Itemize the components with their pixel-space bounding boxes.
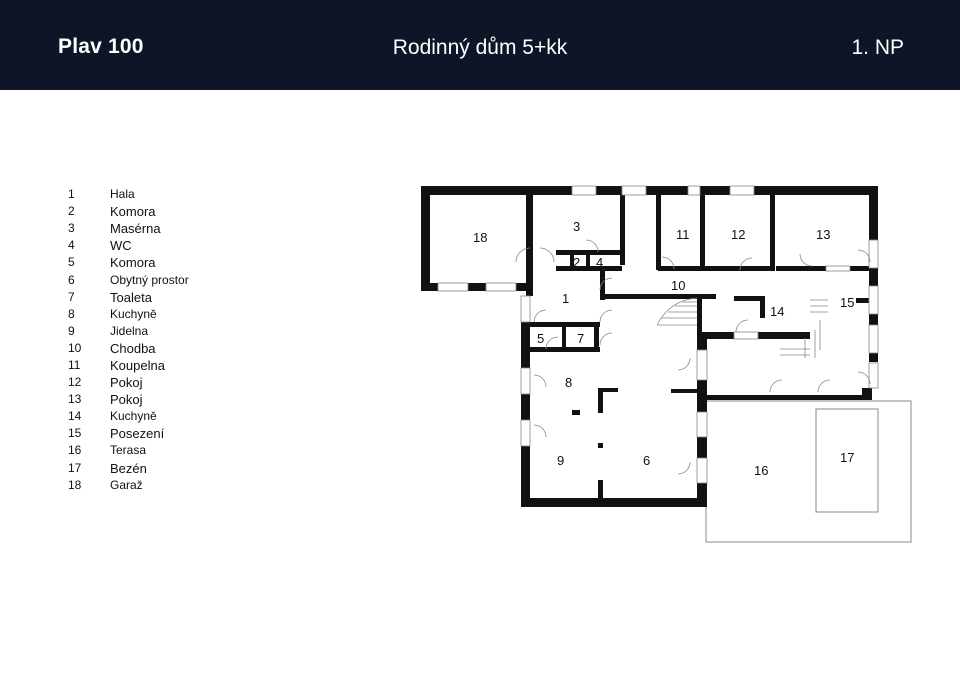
legend-number: 16 bbox=[68, 443, 82, 458]
room-label-18: 18 bbox=[473, 230, 487, 245]
legend-room-name: Terasa bbox=[110, 443, 147, 458]
legend-item: 10 Chodba bbox=[68, 340, 268, 357]
legend-number: 12 bbox=[68, 375, 82, 390]
brand-name: Plav 100 bbox=[58, 35, 144, 58]
legend-room-name: Obytný prostor bbox=[110, 272, 189, 287]
header-bar: Plav 100 Rodinný dům 5+kk 1. NP bbox=[0, 0, 960, 90]
room-label-11: 11 bbox=[676, 227, 690, 242]
legend-number: 7 bbox=[68, 289, 75, 304]
legend-number: 11 bbox=[68, 357, 81, 372]
legend-room-name: Toaleta bbox=[110, 289, 152, 305]
room-label-7: 7 bbox=[577, 331, 584, 346]
legend-number: 13 bbox=[68, 392, 82, 407]
legend-item: 12 Pokoj bbox=[68, 374, 268, 391]
floor-label: 1. NP bbox=[851, 36, 904, 59]
legend-item: 7 Toaleta bbox=[68, 289, 268, 306]
legend-room-name: WC bbox=[110, 238, 132, 254]
room-label-1: 1 bbox=[562, 291, 569, 306]
room-label-6: 6 bbox=[643, 453, 650, 468]
room-label-14: 14 bbox=[770, 304, 784, 319]
legend-item: 14 Kuchyně bbox=[68, 408, 268, 425]
legend-room-name: Pokoj bbox=[110, 392, 143, 408]
legend-item: 15 Posezení bbox=[68, 425, 268, 442]
legend-room-name: Garaž bbox=[110, 477, 143, 492]
legend-number: 18 bbox=[68, 477, 82, 492]
staircase bbox=[656, 297, 828, 358]
room-label-10: 10 bbox=[671, 278, 685, 293]
legend-item: 3 Masérna bbox=[68, 220, 268, 237]
legend-item: 4 WC bbox=[68, 237, 268, 254]
pool-outline bbox=[815, 408, 879, 513]
terrace-outline bbox=[705, 400, 912, 543]
room-labels: 18 3 2 4 11 12 13 10 1 14 15 5 7 8 9 6 1… bbox=[473, 219, 854, 478]
legend-number: 3 bbox=[68, 221, 75, 236]
legend-room-name: Masérna bbox=[110, 221, 161, 237]
legend-room-name: Bezén bbox=[110, 460, 147, 476]
legend-room-name: Koupelna bbox=[110, 357, 165, 373]
legend-room-name: Jidelna bbox=[110, 323, 149, 338]
legend-room-name: Komora bbox=[110, 204, 156, 220]
room-label-13: 13 bbox=[816, 227, 830, 242]
legend-number: 9 bbox=[68, 323, 75, 338]
legend-number: 8 bbox=[68, 306, 75, 321]
room-label-16: 16 bbox=[754, 463, 768, 478]
room-label-17: 17 bbox=[840, 450, 854, 465]
legend-item: 2 Komora bbox=[68, 203, 268, 220]
legend-room-name: Kuchyně bbox=[110, 306, 157, 321]
room-label-5: 5 bbox=[537, 331, 544, 346]
room-label-2: 2 bbox=[573, 255, 580, 270]
legend-item: 18 Garaž bbox=[68, 477, 268, 494]
room-label-12: 12 bbox=[731, 227, 745, 242]
legend-number: 4 bbox=[68, 238, 75, 253]
legend-item: 13 Pokoj bbox=[68, 391, 268, 408]
legend-item: 16 Terasa bbox=[68, 442, 268, 459]
legend-number: 2 bbox=[68, 204, 75, 219]
legend-room-name: Pokoj bbox=[110, 375, 143, 391]
room-label-9: 9 bbox=[557, 453, 564, 468]
legend-item: 5 Komora bbox=[68, 254, 268, 271]
page-title: Rodinný dům 5+kk bbox=[392, 36, 568, 59]
room-label-4: 4 bbox=[596, 255, 603, 270]
legend-room-name: Hala bbox=[110, 187, 135, 202]
legend-number: 14 bbox=[68, 409, 82, 424]
legend-item: 1 Hala bbox=[68, 186, 268, 203]
room-label-8: 8 bbox=[565, 375, 572, 390]
legend-number: 1 bbox=[68, 187, 75, 202]
legend-item: 11 Koupelna bbox=[68, 357, 268, 374]
legend-number: 10 bbox=[68, 340, 82, 355]
legend-room-name: Chodba bbox=[110, 340, 156, 356]
legend-number: 6 bbox=[68, 272, 75, 287]
legend-item: 8 Kuchyně bbox=[68, 306, 268, 323]
legend-item: 17 Bezén bbox=[68, 460, 268, 477]
legend-number: 17 bbox=[68, 460, 82, 475]
windows bbox=[437, 185, 879, 484]
door-swings bbox=[515, 239, 871, 475]
legend-number: 5 bbox=[68, 255, 75, 270]
legend-room-name: Posezení bbox=[110, 426, 165, 442]
legend-room-name: Kuchyně bbox=[110, 409, 157, 424]
room-label-15: 15 bbox=[840, 295, 854, 310]
legend-item: 6 Obytný prostor bbox=[68, 271, 268, 288]
legend-item: 9 Jidelna bbox=[68, 323, 268, 340]
legend-number: 15 bbox=[68, 426, 82, 441]
room-label-3: 3 bbox=[573, 219, 580, 234]
legend-room-name: Komora bbox=[110, 255, 156, 271]
